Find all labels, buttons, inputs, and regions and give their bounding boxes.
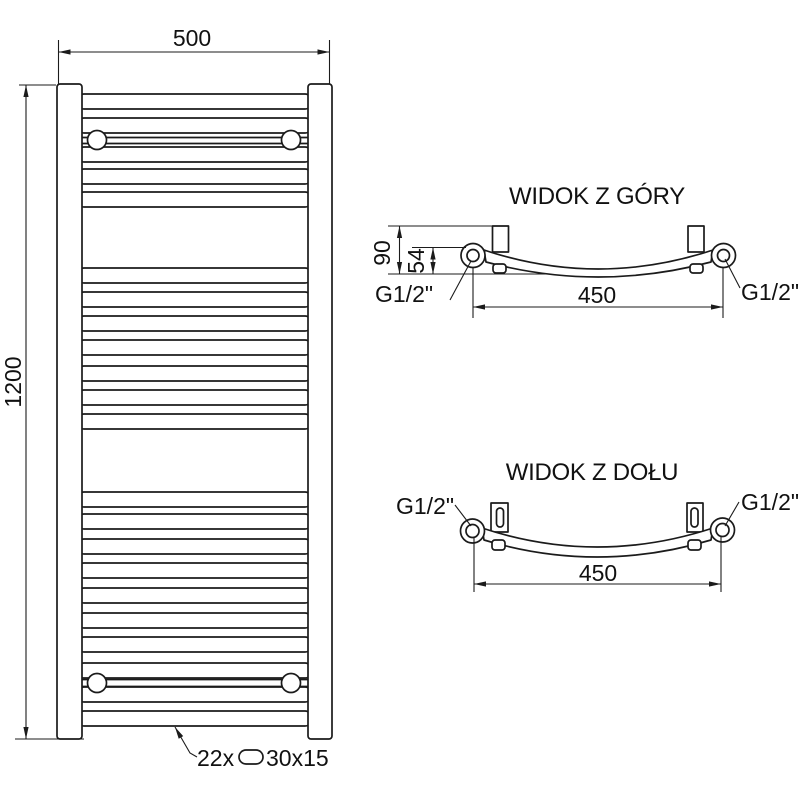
arrowhead bbox=[711, 304, 723, 310]
height-dim-label: 1200 bbox=[0, 356, 26, 407]
rung-count-label: 22x bbox=[197, 745, 235, 771]
arrowhead bbox=[317, 49, 330, 55]
arrowhead bbox=[23, 85, 29, 97]
arrowhead bbox=[474, 581, 486, 587]
leader-line bbox=[454, 504, 472, 527]
rung bbox=[76, 686, 313, 703]
radiator-body bbox=[56, 83, 333, 740]
rung bbox=[76, 93, 313, 110]
oval-profile-icon bbox=[238, 749, 264, 765]
axis-dim-label: 54 bbox=[403, 248, 429, 274]
wall-bracket bbox=[687, 225, 705, 253]
front-view: 500 1200 bbox=[0, 25, 333, 771]
bottom-view-title: WIDOK Z DOŁU bbox=[506, 459, 678, 486]
connection-hole bbox=[466, 248, 480, 263]
span-dim-label: 450 bbox=[579, 560, 617, 586]
rung bbox=[76, 562, 313, 579]
arrowhead bbox=[23, 727, 29, 739]
collector-left bbox=[56, 83, 83, 740]
rung bbox=[76, 710, 313, 727]
wall-bracket-circle bbox=[280, 129, 302, 151]
connection-label: G1/2" bbox=[741, 279, 799, 305]
bracket-foot bbox=[491, 539, 506, 551]
rung bbox=[76, 662, 313, 679]
dimension-width: 500 bbox=[57, 25, 331, 96]
bottom-view: WIDOK Z DOŁU 450 G1/2" G1/2" bbox=[396, 459, 799, 592]
rung bbox=[76, 117, 313, 134]
wall-bracket-circle bbox=[86, 129, 108, 151]
connection-callout-right: G1/2" bbox=[724, 258, 799, 305]
rung bbox=[76, 587, 313, 604]
arrowhead bbox=[396, 262, 403, 274]
connection-callout-left: G1/2" bbox=[396, 493, 472, 527]
rung bbox=[76, 513, 313, 530]
rung bbox=[76, 315, 313, 332]
connection-callout-left: G1/2" bbox=[375, 260, 472, 307]
leader-line bbox=[724, 501, 740, 527]
bracket-foot bbox=[687, 539, 702, 551]
rung bbox=[76, 339, 313, 356]
rung bbox=[76, 413, 313, 430]
rung bbox=[76, 538, 313, 555]
arrowhead bbox=[473, 304, 485, 310]
rung bbox=[76, 191, 313, 208]
wall-bracket bbox=[491, 225, 510, 253]
top-view-title: WIDOK Z GÓRY bbox=[509, 183, 685, 210]
connection-label: G1/2" bbox=[396, 493, 454, 519]
dimension-axis-54: 54 bbox=[403, 246, 466, 274]
arrowhead bbox=[709, 581, 721, 587]
connection-label: G1/2" bbox=[741, 489, 799, 515]
rung-count-callout: 22x 30x15 bbox=[174, 726, 329, 771]
curved-tube bbox=[481, 527, 714, 558]
connection-hole bbox=[715, 522, 730, 538]
width-dim-label: 500 bbox=[173, 25, 211, 51]
arrowhead bbox=[175, 727, 184, 739]
depth-dim-label: 90 bbox=[369, 240, 395, 266]
rung-profile-label: 30x15 bbox=[266, 745, 329, 771]
bracket-slot bbox=[495, 507, 505, 528]
rung bbox=[76, 636, 313, 653]
rung bbox=[76, 291, 313, 308]
rung bbox=[76, 491, 313, 508]
connection-label: G1/2" bbox=[375, 281, 433, 307]
dimension-span-450-top: 450 bbox=[472, 267, 724, 318]
collector-right bbox=[307, 83, 333, 740]
rung bbox=[76, 146, 313, 163]
rung bbox=[76, 168, 313, 185]
rung bbox=[76, 365, 313, 382]
bracket-foot bbox=[689, 263, 704, 274]
rung bbox=[76, 267, 313, 284]
bracket-slot bbox=[690, 507, 699, 528]
bracket-foot bbox=[492, 263, 507, 274]
dimension-depth-90: 90 bbox=[369, 226, 403, 274]
arrowhead bbox=[58, 49, 71, 55]
dimension-span-450-bottom: 450 bbox=[473, 536, 722, 592]
leader-line bbox=[724, 258, 741, 289]
arrowhead bbox=[430, 262, 436, 274]
rung bbox=[76, 612, 313, 629]
span-dim-label: 450 bbox=[578, 282, 616, 308]
wall-bracket-circle bbox=[280, 672, 302, 694]
top-view: WIDOK Z GÓRY 90 54 bbox=[369, 183, 799, 318]
connection-callout-right: G1/2" bbox=[724, 489, 799, 527]
dimension-height: 1200 bbox=[0, 84, 84, 740]
arrowhead bbox=[430, 247, 436, 260]
curved-tube bbox=[483, 249, 714, 278]
leader-line bbox=[449, 260, 472, 301]
connection-hole bbox=[716, 248, 731, 263]
rung bbox=[76, 389, 313, 406]
arrowhead bbox=[396, 226, 403, 238]
connection-hole bbox=[465, 523, 480, 539]
wall-bracket-circle bbox=[86, 672, 108, 694]
